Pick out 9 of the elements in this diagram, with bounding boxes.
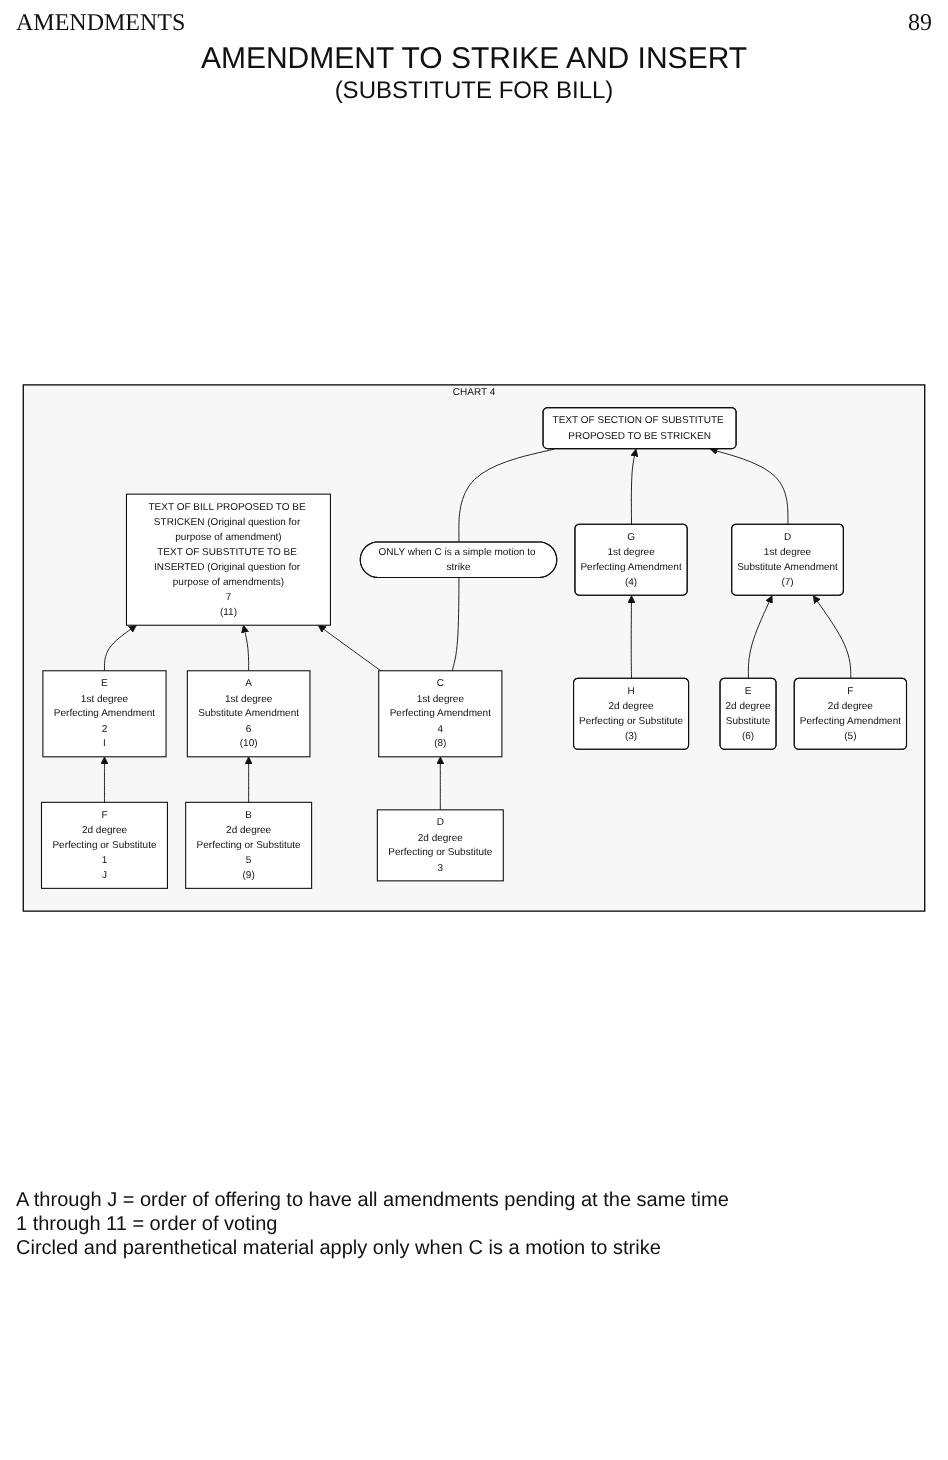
page-number: 89 — [908, 8, 932, 38]
footnote: Circled and parenthetical material apply only when C is a motion to strike — [16, 1238, 663, 1260]
footnote: 1 through 11 = order of voting — [16, 1214, 280, 1236]
chart-title: AMENDMENT TO STRIKE AND INSERT — [198, 42, 750, 76]
connector — [451, 577, 460, 672]
footnote: A through J = order of offering to have all amendments pending at the same time — [16, 1190, 731, 1212]
chart-subtitle: (SUBSTITUTE FOR BILL) — [332, 76, 616, 104]
running-head: AMENDMENTS — [16, 8, 186, 38]
connector — [458, 448, 555, 543]
